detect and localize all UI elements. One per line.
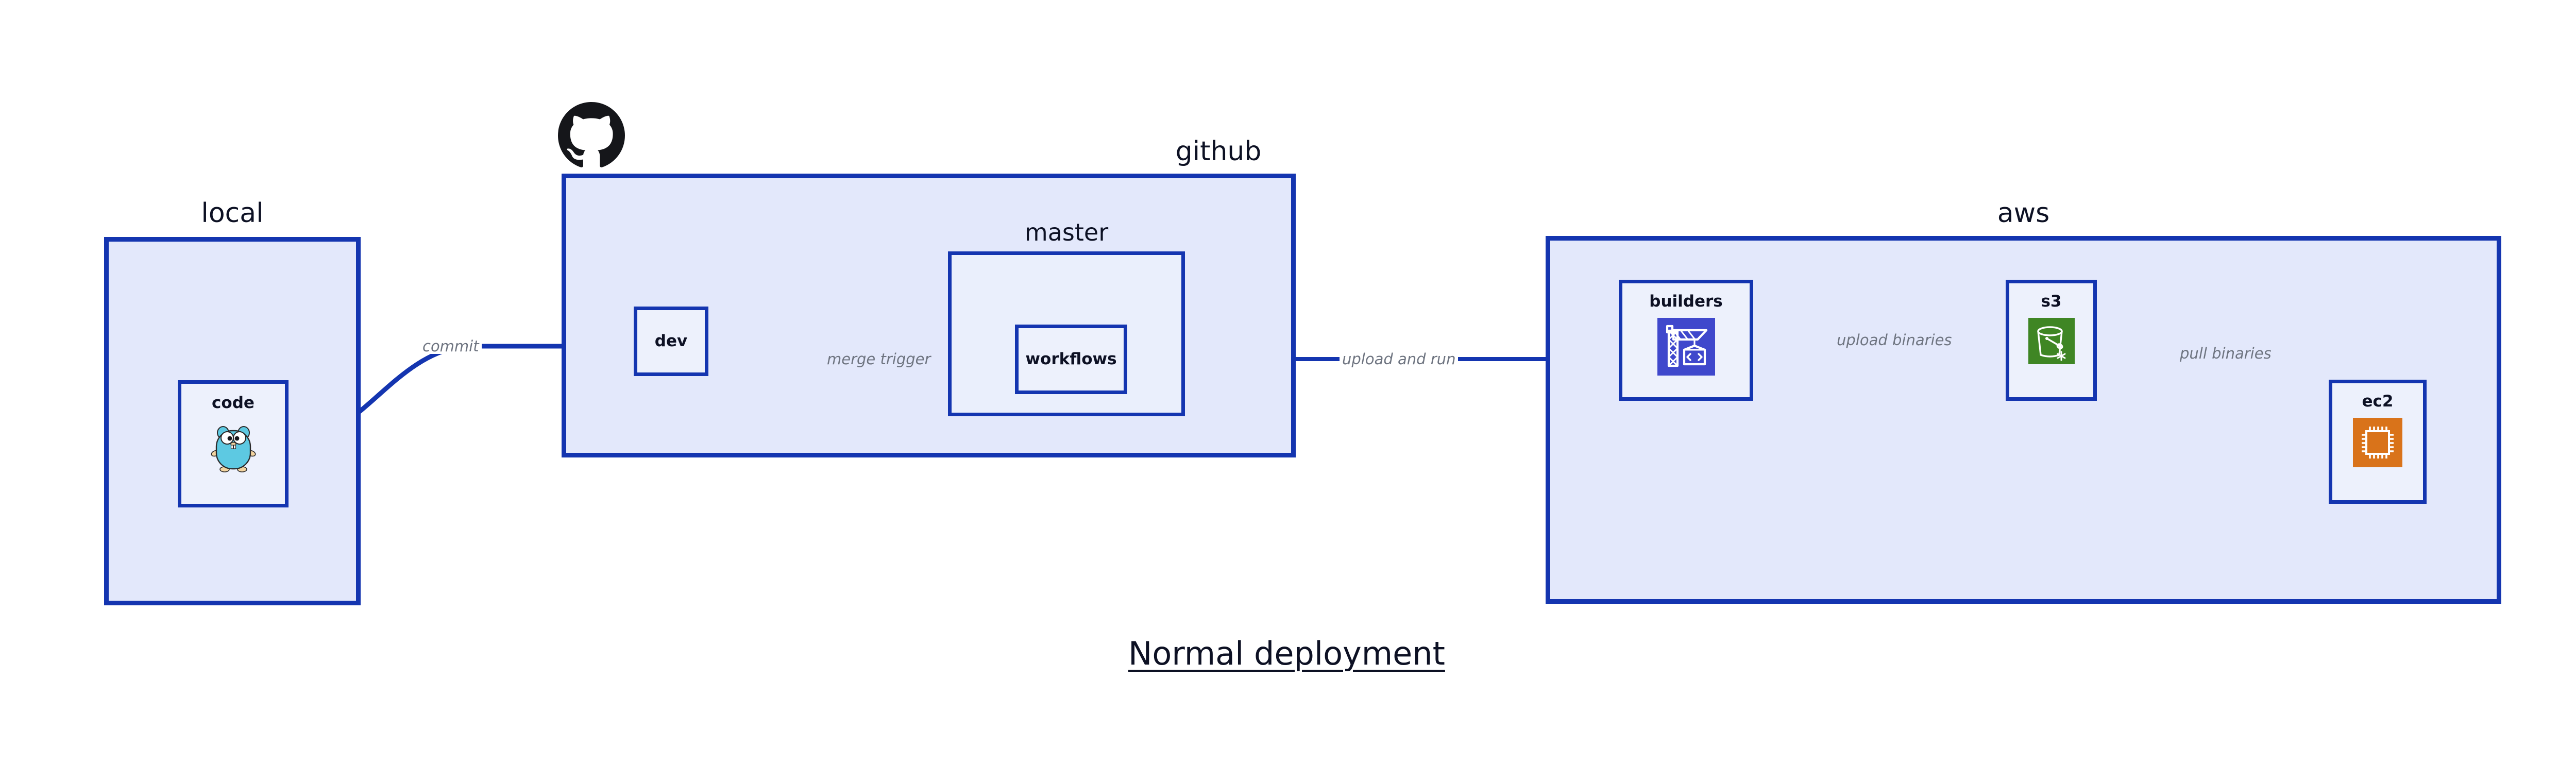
node-workflows-label: workflows [1025, 350, 1117, 368]
node-code[interactable]: code [178, 380, 289, 507]
node-dev-label: dev [654, 332, 688, 350]
node-dev[interactable]: dev [634, 307, 708, 376]
group-caption-github: github [1175, 136, 1262, 167]
diagram-title: Normal deployment [1128, 635, 1445, 672]
go-gopher-icon [210, 421, 257, 475]
node-builders-label: builders [1649, 292, 1723, 311]
node-code-label: code [212, 394, 255, 412]
aws-ec2-icon [2353, 418, 2402, 469]
node-builders[interactable]: builders [1619, 280, 1753, 401]
node-ec2-label: ec2 [2362, 392, 2394, 411]
aws-s3-glacier-icon [2028, 318, 2075, 366]
edge-label-commit: commit [420, 339, 482, 354]
node-workflows[interactable]: workflows [1015, 325, 1127, 394]
aws-codebuild-icon [1657, 318, 1715, 378]
github-octocat-icon [558, 102, 625, 171]
node-s3-label: s3 [2041, 292, 2062, 311]
group-caption-aws: aws [1997, 198, 2050, 229]
edge-label-merge-trigger: merge trigger [824, 352, 934, 367]
node-s3[interactable]: s3 [2006, 280, 2097, 401]
edge-label-upload-binaries: upload binaries [1834, 333, 1955, 348]
edge-label-pull-binaries: pull binaries [2177, 346, 2274, 361]
group-caption-local: local [201, 198, 264, 229]
group-caption-master: master [1024, 218, 1109, 246]
node-ec2[interactable]: ec2 [2329, 380, 2427, 504]
edge-label-upload-and-run: upload and run [1340, 352, 1459, 367]
